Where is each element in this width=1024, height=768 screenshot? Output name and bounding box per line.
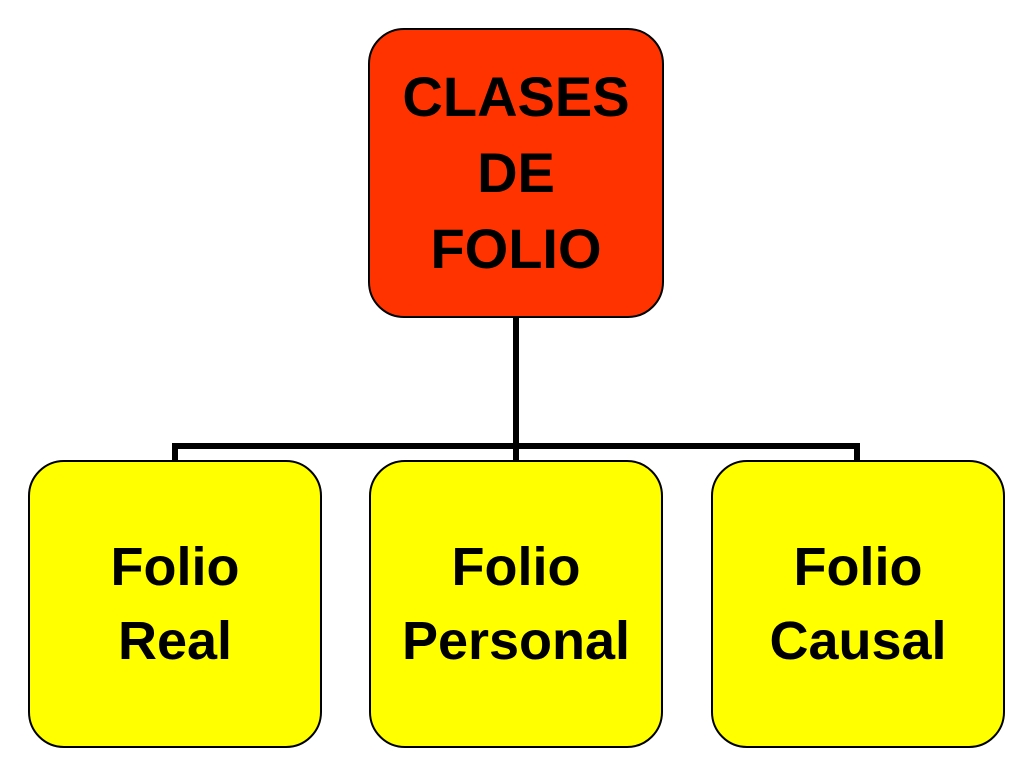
child-node-folio-real: Folio Real [28, 460, 322, 748]
root-node: CLASES DE FOLIO [368, 28, 664, 318]
child-node-label: Folio Real [110, 537, 240, 671]
root-node-label: CLASES DE FOLIO [402, 65, 630, 280]
child-node-label: Folio Causal [769, 537, 947, 671]
child-node-folio-personal: Folio Personal [369, 460, 663, 748]
child-node-folio-causal: Folio Causal [711, 460, 1005, 748]
child-node-label: Folio Personal [401, 537, 631, 671]
